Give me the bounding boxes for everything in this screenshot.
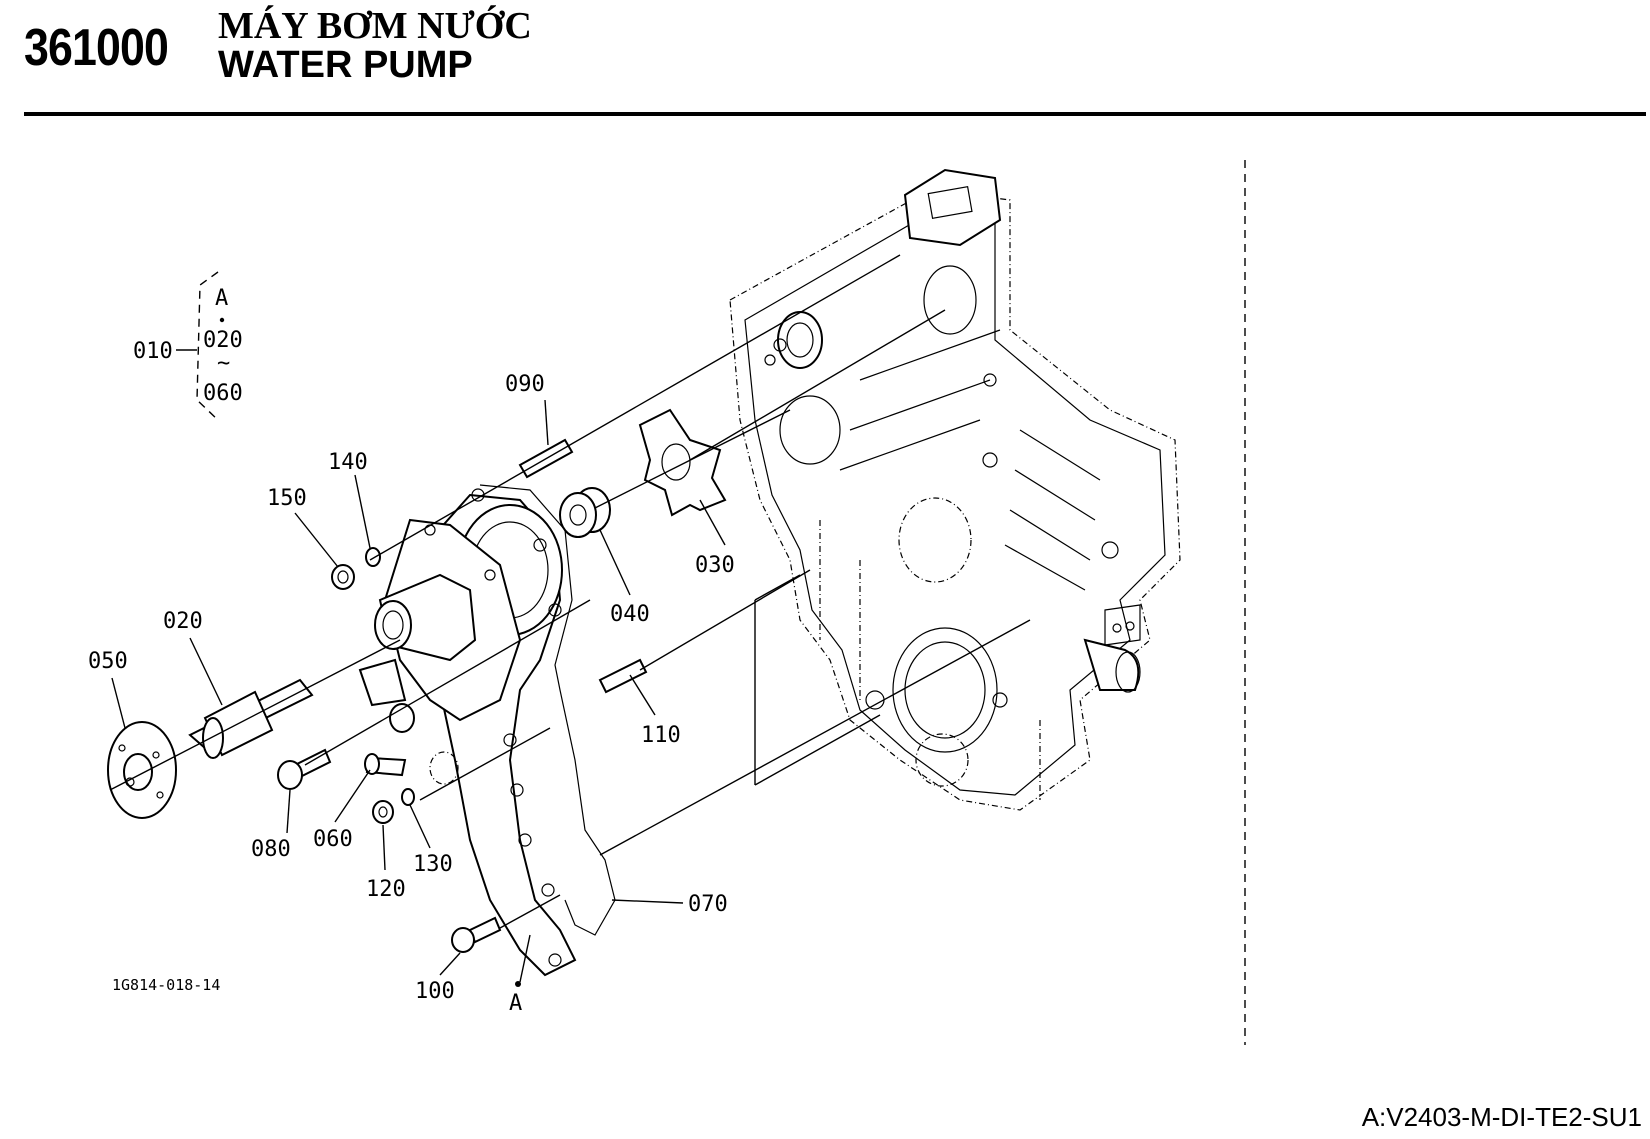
callout-080: 080 bbox=[251, 837, 291, 862]
stud-bolt-lower bbox=[598, 658, 648, 694]
title-vietnamese: MÁY BƠM NƯỚC bbox=[218, 5, 532, 47]
pulley-flange bbox=[107, 721, 177, 819]
callout-090: 090 bbox=[505, 372, 545, 397]
impeller bbox=[638, 408, 727, 517]
hex-bolt-080 bbox=[277, 748, 332, 790]
callout-140: 140 bbox=[328, 450, 368, 475]
bracket-range-tilde: ~ bbox=[217, 351, 230, 376]
water-pump-body bbox=[358, 488, 577, 977]
bracket-range-end: 060 bbox=[203, 381, 243, 406]
section-code: 361000 bbox=[24, 19, 169, 77]
bracket-view-mark: A bbox=[215, 286, 228, 311]
callout-150: 150 bbox=[267, 486, 307, 511]
hex-nut-upper bbox=[331, 564, 355, 590]
shaft-bearing bbox=[188, 678, 314, 759]
mechanical-seal bbox=[559, 487, 611, 538]
callout-060: 060 bbox=[313, 827, 353, 852]
callout-050: 050 bbox=[88, 649, 128, 674]
header-divider bbox=[24, 112, 1646, 116]
callout-070: 070 bbox=[688, 892, 728, 917]
callout-040: 040 bbox=[610, 602, 650, 627]
spring-washer bbox=[365, 547, 381, 567]
callout-120: 120 bbox=[366, 877, 406, 902]
callout-110: 110 bbox=[641, 723, 681, 748]
hex-nut-lower bbox=[372, 800, 394, 824]
assembly-lines bbox=[109, 254, 1031, 929]
callout-leaders bbox=[111, 271, 726, 987]
callout-010: 010 bbox=[133, 339, 173, 364]
callout-030: 030 bbox=[695, 553, 735, 578]
bracket-range-start: 020 bbox=[203, 328, 243, 353]
gear-case-housing bbox=[729, 168, 1181, 811]
model-code: A:V2403-M-DI-TE2-SU1 bbox=[1361, 1102, 1642, 1132]
callout-130: 130 bbox=[413, 852, 453, 877]
view-marker-a: A bbox=[509, 991, 522, 1016]
water-pipe bbox=[364, 753, 407, 777]
callout-100: 100 bbox=[415, 979, 455, 1004]
hex-bolt-100 bbox=[451, 916, 502, 953]
callout-020: 020 bbox=[163, 609, 203, 634]
title-english: WATER PUMP bbox=[218, 44, 473, 86]
spring-washer-lower bbox=[401, 788, 415, 806]
drawing-ref-code: 1G814-018-14 bbox=[112, 976, 220, 994]
